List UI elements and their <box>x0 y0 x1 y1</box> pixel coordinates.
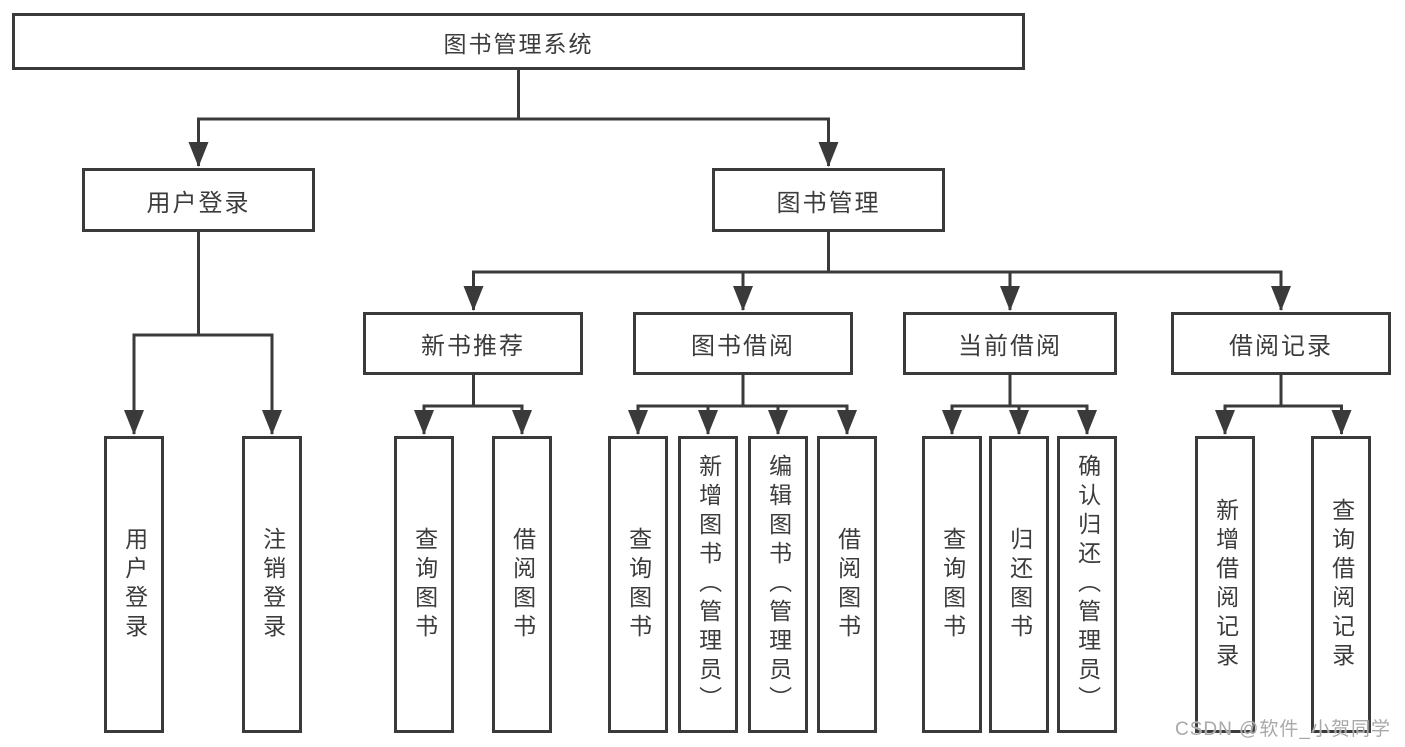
node-book-borrow: 图书借阅 <box>633 312 853 375</box>
leaf-records-query-record: 查询借阅记录 <box>1311 436 1371 733</box>
node-book-management-label: 图书管理 <box>776 189 881 217</box>
leaf-borrow-borrow-book-label: 借阅图书 <box>834 526 861 643</box>
connector-mgmt-split <box>472 232 1283 274</box>
connector-borrow-split <box>636 375 849 408</box>
leaf-borrow-query-book: 查询图书 <box>608 436 668 733</box>
node-book-borrow-label: 图书借阅 <box>691 333 795 360</box>
leaf-borrow-query-book-label: 查询图书 <box>625 526 652 643</box>
leaf-borrow-add-book-admin-label: 新增图书（管理员） <box>695 454 722 715</box>
node-borrow-records: 借阅记录 <box>1171 312 1391 375</box>
leaf-borrow-edit-book-admin: 编辑图书（管理员） <box>748 436 808 733</box>
leaf-current-return-book-label: 归还图书 <box>1006 526 1033 643</box>
node-book-management: 图书管理 <box>712 168 945 232</box>
leaf-recommend-borrow-book-label: 借阅图书 <box>509 526 536 643</box>
leaf-user-login-label: 用户登录 <box>121 526 148 643</box>
connector-current-split <box>950 375 1089 408</box>
leaf-recommend-query-book: 查询图书 <box>394 436 454 733</box>
leaf-records-add-record: 新增借阅记录 <box>1195 436 1255 733</box>
connector-root-split <box>197 70 830 121</box>
connector-recommend-split <box>422 375 524 408</box>
node-current-borrow: 当前借阅 <box>903 312 1117 375</box>
node-new-book-recommend: 新书推荐 <box>363 312 583 375</box>
leaf-borrow-add-book-admin: 新增图书（管理员） <box>678 436 738 733</box>
node-user-login: 用户登录 <box>82 168 315 232</box>
leaf-current-query-book: 查询图书 <box>922 436 982 733</box>
node-borrow-records-label: 借阅记录 <box>1229 333 1333 360</box>
leaf-current-query-book-label: 查询图书 <box>939 526 966 643</box>
leaf-user-login: 用户登录 <box>104 436 164 733</box>
leaf-borrow-edit-book-admin-label: 编辑图书（管理员） <box>765 454 792 715</box>
node-current-borrow-label: 当前借阅 <box>958 333 1062 360</box>
leaf-recommend-borrow-book: 借阅图书 <box>492 436 552 733</box>
leaf-records-query-record-label: 查询借阅记录 <box>1328 497 1355 672</box>
connector-login-split <box>132 232 274 337</box>
node-user-login-label: 用户登录 <box>146 189 251 217</box>
leaf-current-return-book: 归还图书 <box>989 436 1049 733</box>
leaf-logout: 注销登录 <box>242 436 302 733</box>
leaf-recommend-query-book-label: 查询图书 <box>411 526 438 643</box>
connector-records-split <box>1223 375 1343 408</box>
node-new-book-recommend-label: 新书推荐 <box>421 333 525 360</box>
csdn-watermark: CSDN @软件_小贺同学 <box>1175 719 1391 740</box>
leaf-records-add-record-label: 新增借阅记录 <box>1212 497 1239 672</box>
leaf-current-confirm-return-admin-label: 确认归还（管理员） <box>1074 454 1101 715</box>
node-root-label: 图书管理系统 <box>443 30 594 57</box>
leaf-borrow-borrow-book: 借阅图书 <box>817 436 877 733</box>
node-root-system: 图书管理系统 <box>12 13 1025 70</box>
leaf-current-confirm-return-admin: 确认归还（管理员） <box>1057 436 1117 733</box>
leaf-logout-label: 注销登录 <box>259 526 286 643</box>
